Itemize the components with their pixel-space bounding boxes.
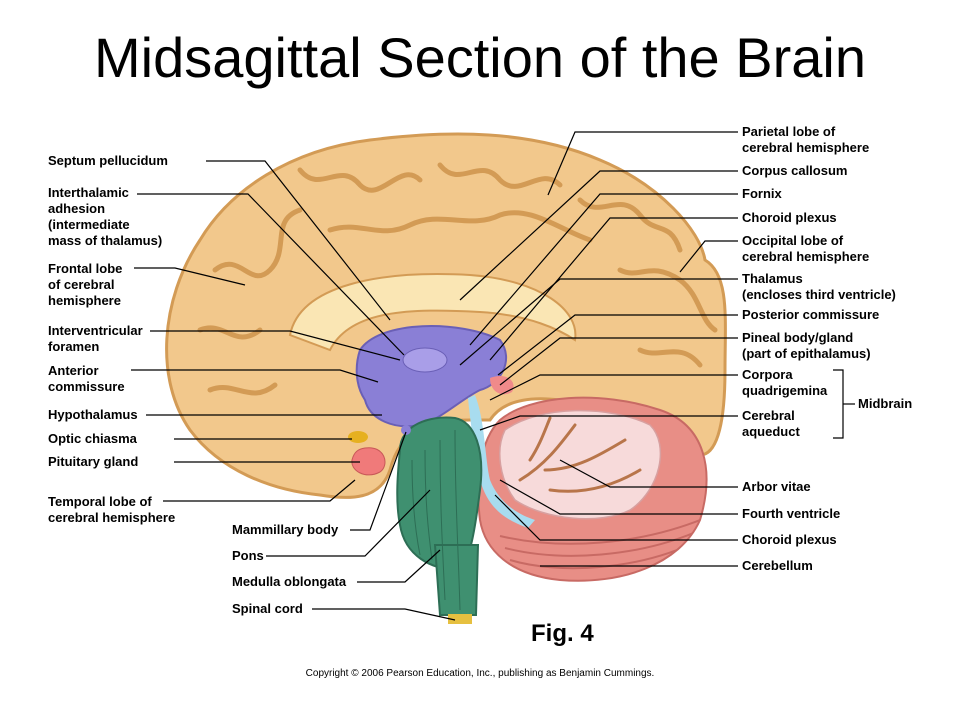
pineal-gland: [490, 375, 514, 395]
label-hypothalamus: Hypothalamus: [48, 407, 138, 422]
label-spinal-cord: Spinal cord: [232, 601, 303, 616]
label-mammillary-body: Mammillary body: [232, 522, 339, 537]
page-title: Midsagittal Section of the Brain: [94, 26, 866, 89]
label-corpus-callosum: Corpus callosum: [742, 163, 848, 178]
pons: [396, 416, 483, 572]
diencephalon: [355, 325, 507, 428]
brainstem-striations: [411, 429, 461, 611]
label-posterior-commissure: Posterior commissure: [742, 307, 880, 322]
mammillary-body: [401, 425, 411, 435]
spinal-cord-end: [448, 614, 472, 624]
label-pons: Pons: [232, 548, 264, 563]
label-choroid-plexus-upper: Choroid plexus: [742, 210, 837, 225]
label-thalamus: Thalamus(encloses third ventricle): [742, 271, 896, 302]
cerebrum: [165, 132, 727, 499]
cerebellum-folia: [499, 515, 707, 570]
label-septum-pellucidum: Septum pellucidum: [48, 153, 168, 168]
label-fourth-ventricle: Fourth ventricle: [742, 506, 841, 521]
label-cerebellum: Cerebellum: [742, 558, 813, 573]
label-pituitary-gland: Pituitary gland: [48, 454, 139, 469]
label-optic-chiasma: Optic chiasma: [48, 431, 137, 446]
medulla-and-spinal-cord: [433, 544, 480, 616]
thalamus-mass: [402, 347, 448, 373]
gyri: [197, 162, 718, 396]
pituitary-gland: [351, 447, 386, 476]
label-arbor-vitae: Arbor vitae: [742, 479, 811, 494]
copyright-notice: Copyright © 2006 Pearson Education, Inc.…: [305, 668, 655, 679]
label-fornix: Fornix: [742, 186, 782, 201]
label-midbrain-bracket: Midbrain: [858, 396, 913, 411]
figure-label: Fig. 4: [531, 620, 594, 647]
label-medulla-oblongata: Medulla oblongata: [232, 574, 347, 589]
label-choroid-plexus-lower: Choroid plexus: [742, 532, 837, 547]
arbor-branches: [518, 416, 642, 493]
corpus-callosum: [288, 273, 577, 352]
optic-chiasma-shape: [348, 431, 368, 443]
label-pineal-body: Pineal body/gland(part of epithalamus): [742, 330, 871, 361]
leader-lines: [131, 131, 855, 621]
